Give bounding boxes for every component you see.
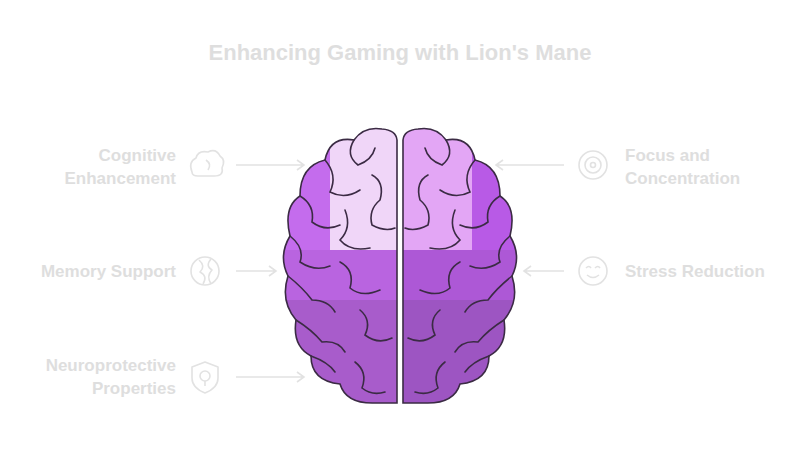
feature-label: Focus and Concentration	[625, 144, 785, 190]
leader-arrows	[236, 160, 564, 382]
feature-label: Neuroprotective Properties	[16, 354, 176, 400]
stress-icon	[579, 257, 607, 285]
right-hemisphere	[400, 120, 530, 410]
shield-icon	[192, 362, 218, 393]
label-icons	[191, 151, 607, 393]
diagram-title: Enhancing Gaming with Lion's Mane	[0, 38, 800, 68]
feature-label: Cognitive Enhancement	[16, 144, 176, 190]
feature-label: Stress Reduction	[625, 260, 785, 283]
left-hemisphere	[270, 120, 400, 410]
focus-icon	[579, 151, 607, 179]
feature-label: Memory Support	[16, 260, 176, 283]
brain-icon	[191, 151, 224, 176]
brain-folds	[288, 140, 395, 393]
memory-icon	[191, 257, 219, 285]
